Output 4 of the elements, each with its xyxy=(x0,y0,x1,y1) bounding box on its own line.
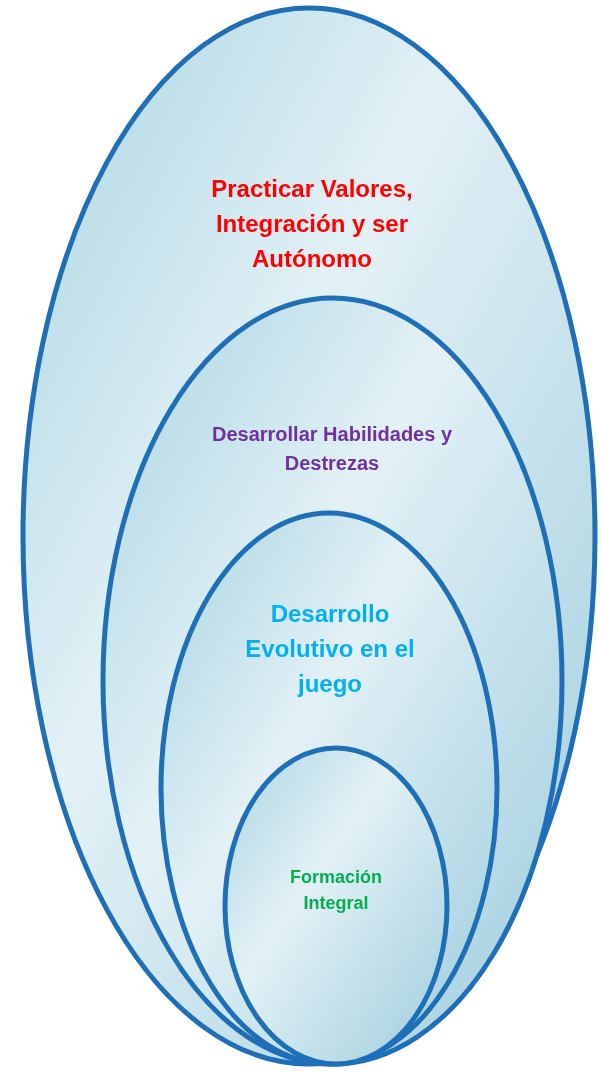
ellipse-label: Practicar Valores, Integración y ser Autónomo xyxy=(210,174,414,274)
ellipse-label: Desarrollar Habilidades y Destrezas xyxy=(210,422,454,476)
ellipse-label: Desarrollo Evolutivo en el juego xyxy=(244,599,416,699)
ellipse-label: Formación Integral xyxy=(289,866,383,916)
